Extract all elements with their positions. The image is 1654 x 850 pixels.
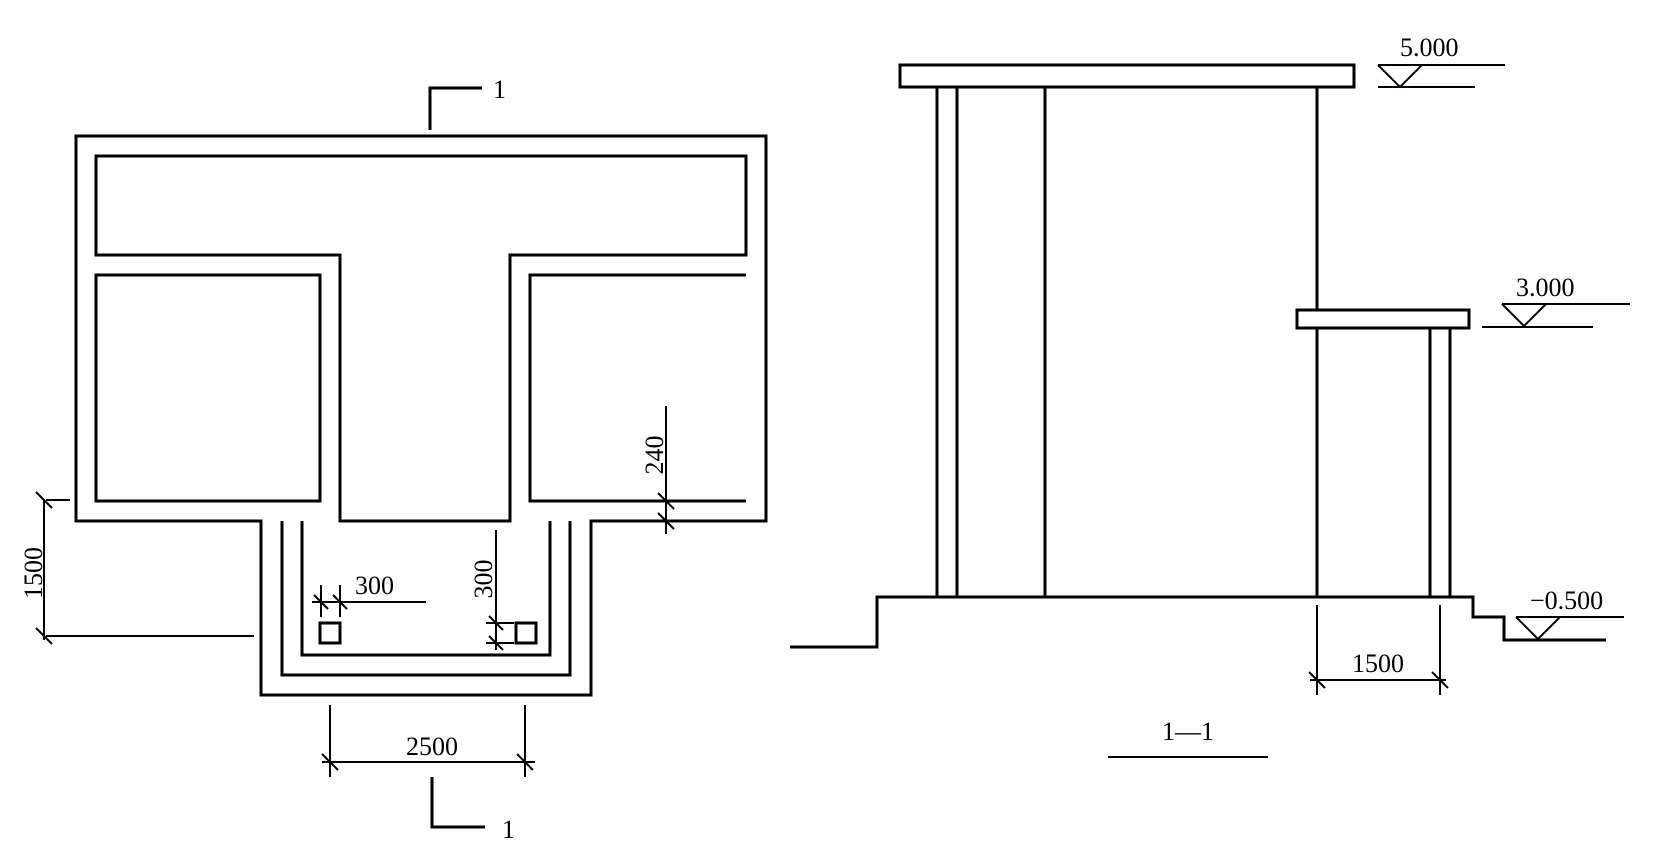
section-title: 1—1 xyxy=(1162,717,1214,746)
dim-1500-section: 1500 xyxy=(1308,605,1449,695)
elevation-5000: 5.000 xyxy=(1377,33,1505,89)
plan-right-room xyxy=(528,273,746,503)
plan-small-column-left xyxy=(318,621,342,645)
elevation-3000-label: 3.000 xyxy=(1516,273,1575,302)
plan-small-column-right xyxy=(514,621,538,645)
section-cut-mark-top xyxy=(428,86,482,130)
plan-outer-wall xyxy=(74,134,768,697)
elevation-minus-0500: −0.500 xyxy=(1515,586,1624,641)
dim-300-horizontal-label: 300 xyxy=(355,571,394,600)
dim-240: 240 xyxy=(640,406,675,534)
dim-2500: 2500 xyxy=(321,705,535,777)
plan-top-corridor xyxy=(94,154,748,523)
section-view: 5.000 3.000 −0.500 1500 1—1 xyxy=(790,33,1630,758)
dim-240-label: 240 xyxy=(640,436,669,475)
dim-300-vertical-label: 300 xyxy=(469,560,498,599)
canopy-slab xyxy=(1295,308,1471,330)
plan-bottom-channel-inner xyxy=(300,521,552,657)
plan-left-room xyxy=(94,273,322,503)
plan-bottom-channel xyxy=(280,521,572,677)
dim-1500-plan: 1500 xyxy=(19,491,254,645)
elevation-minus-0500-label: −0.500 xyxy=(1530,586,1603,615)
elevation-3000: 3.000 xyxy=(1482,273,1630,328)
roof-slab xyxy=(898,63,1356,89)
ground-line xyxy=(790,595,1606,649)
plan-view: 1 1 1500 300 300 xyxy=(19,75,768,844)
section-cut-label-top: 1 xyxy=(493,75,506,104)
elevation-5000-label: 5.000 xyxy=(1400,33,1459,62)
dim-1500-section-label: 1500 xyxy=(1352,649,1404,678)
section-cut-mark-bottom xyxy=(430,777,485,829)
dim-1500-plan-label: 1500 xyxy=(19,547,48,599)
section-cut-label-bottom: 1 xyxy=(502,815,515,844)
dim-2500-label: 2500 xyxy=(406,732,458,761)
dim-300-vertical: 300 xyxy=(469,530,514,651)
dim-300-horizontal: 300 xyxy=(312,571,426,617)
